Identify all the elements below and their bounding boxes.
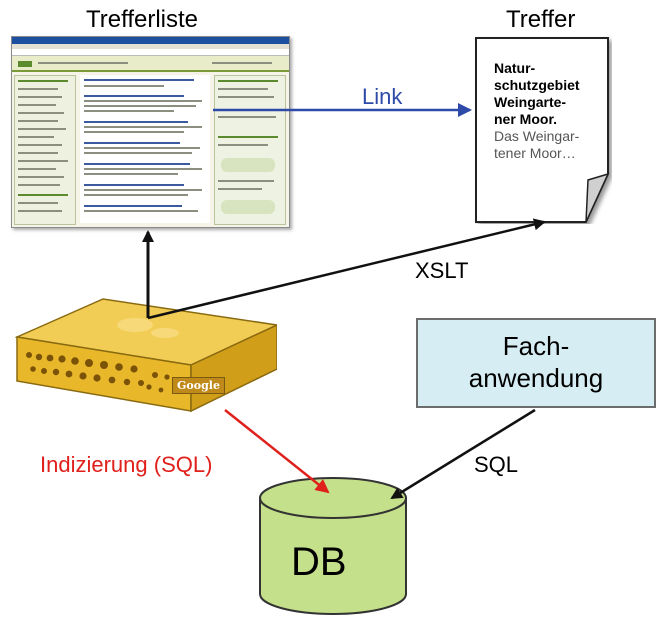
browser-address-bar xyxy=(12,49,289,56)
result-right-panel xyxy=(214,75,286,225)
google-logo: Google xyxy=(172,377,225,394)
page-header-banner xyxy=(12,56,289,72)
treffer-document-excerpt: Das Weingar- tener Moor… xyxy=(494,128,580,161)
indexing-edge-label: Indizierung (SQL) xyxy=(40,452,213,477)
xslt-edge-label: XSLT xyxy=(415,258,469,283)
treffer-document-text: Natur- schutzgebiet Weingarte- ner Moor.… xyxy=(494,60,614,162)
trefferliste-screenshot xyxy=(11,36,290,228)
database-cylinder-icon xyxy=(259,477,407,615)
result-list xyxy=(80,75,210,223)
treffer-title: Treffer xyxy=(506,6,576,33)
treffer-document-icon xyxy=(475,37,610,223)
database-label: DB xyxy=(291,540,347,584)
fachanwendung-label: Fach- anwendung xyxy=(468,331,604,393)
sql-edge-label: SQL xyxy=(474,452,519,477)
browser-titlebar xyxy=(12,37,289,44)
treffer-document-title: Natur- schutzgebiet Weingarte- ner Moor. xyxy=(494,60,580,127)
google-search-appliance-icon xyxy=(15,298,277,413)
trefferliste-title: Trefferliste xyxy=(86,6,199,33)
result-sidebar xyxy=(14,75,76,225)
link-edge-label: Link xyxy=(362,84,403,109)
browser-menubar xyxy=(12,44,289,49)
fachanwendung-box xyxy=(416,318,656,408)
